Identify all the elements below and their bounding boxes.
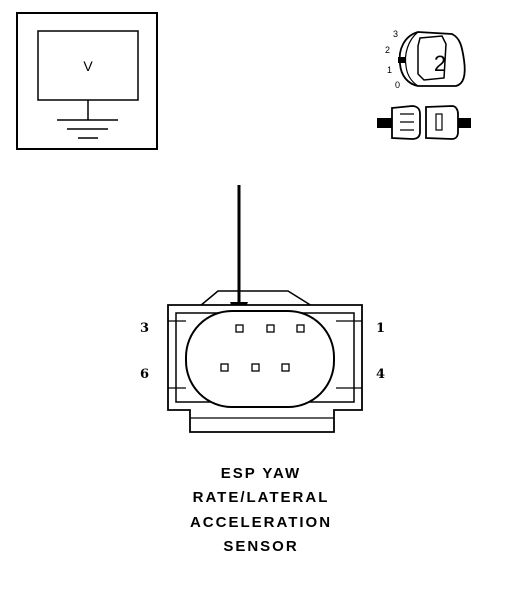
key-position-3: 3 — [393, 29, 398, 39]
caption-line-4: SENSOR — [223, 538, 298, 555]
pin-6 — [220, 363, 229, 372]
pin-5 — [251, 363, 260, 372]
key-position-2: 2 — [385, 45, 390, 55]
pin-2 — [266, 324, 275, 333]
component-caption: ESP YAW RATE/LATERAL ACCELERATION SENSOR — [190, 465, 332, 555]
voltmeter-symbol-label: V — [83, 58, 93, 74]
voltmeter-frame — [16, 12, 158, 150]
caption-line-1: ESP YAW — [221, 465, 301, 482]
sensor-connector — [167, 290, 363, 433]
caption-line-2: RATE/LATERAL — [193, 489, 330, 506]
pin-3 — [235, 324, 244, 333]
key-position-0: 0 — [395, 80, 400, 90]
pin-label-4: 4 — [376, 367, 385, 382]
pin-4 — [281, 363, 290, 372]
key-selected-position: 2 — [434, 51, 446, 76]
caption-line-3: ACCELERATION — [190, 514, 332, 531]
ground-icon — [57, 100, 118, 139]
probe-arrow-icon — [230, 185, 248, 324]
pin-label-1: 1 — [376, 321, 385, 336]
voltmeter-symbol: V — [16, 12, 158, 150]
pin-label-6: 6 — [140, 367, 149, 382]
key-position-1: 1 — [387, 65, 392, 75]
connector-mating-icon — [377, 105, 471, 140]
connector-cavity — [185, 310, 335, 408]
ignition-key-icon: 3 2 1 0 2 — [385, 29, 466, 90]
pin-1 — [296, 324, 305, 333]
pin-label-3: 3 — [140, 321, 149, 336]
